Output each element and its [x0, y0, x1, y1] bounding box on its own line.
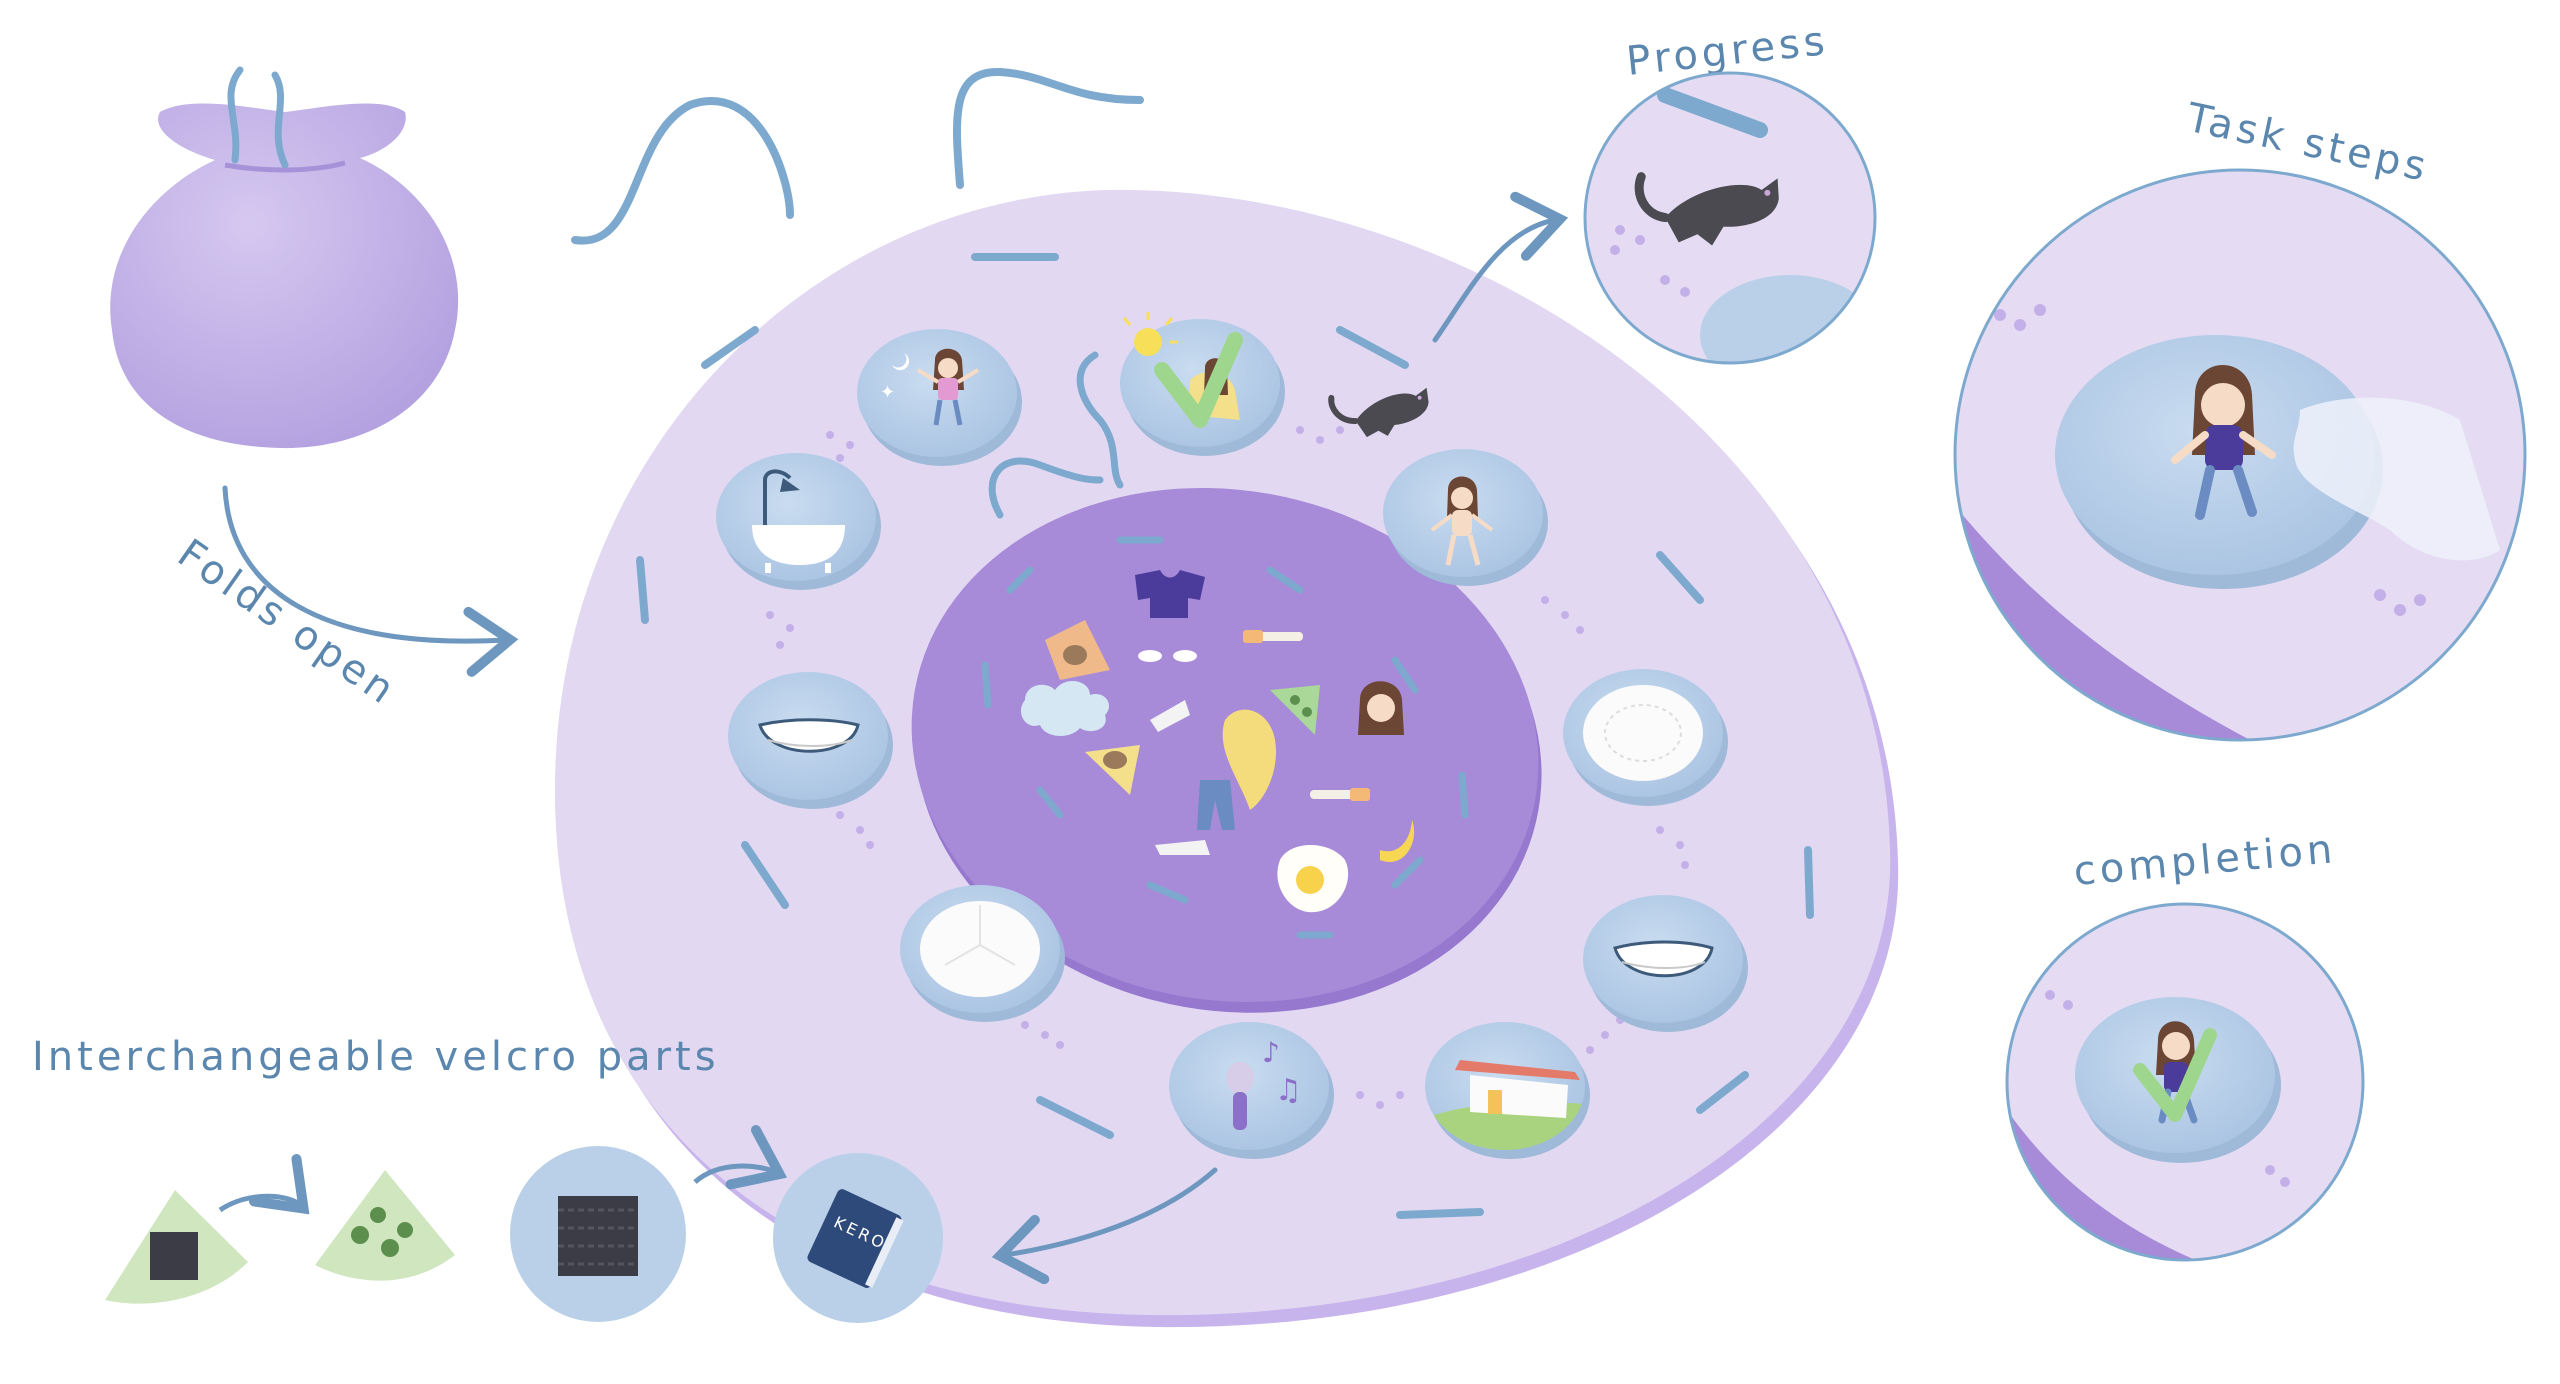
velcro-square-icon	[150, 1232, 198, 1280]
task-disc-bath[interactable]	[716, 453, 881, 590]
main-board: ✦	[554, 67, 1899, 1328]
broccoli-wedge	[315, 1170, 455, 1281]
shoe-icon	[1173, 650, 1197, 662]
swap-arrow-icon	[218, 1154, 310, 1215]
toothbrush-icon	[1243, 630, 1303, 643]
progress-arrow	[1432, 191, 1569, 343]
girl-face-icon	[1358, 681, 1404, 735]
velcro-wedge-back	[105, 1190, 248, 1304]
book-disc: KERO	[773, 1153, 943, 1323]
shoe-icon	[1138, 650, 1162, 662]
svg-text:♪: ♪	[1262, 1036, 1280, 1069]
svg-text:✦: ✦	[880, 382, 895, 403]
microphone-icon	[1226, 1062, 1254, 1130]
interchangeable-parts: KERO	[105, 1125, 943, 1323]
checkmark-icon	[2133, 1028, 2217, 1122]
completion-zoom	[2005, 902, 2365, 1262]
folds-open-label: Folds open	[169, 531, 405, 715]
cat-icon	[1328, 387, 1429, 438]
cloud-icon	[1020, 680, 1110, 736]
bathtub-icon	[752, 469, 845, 573]
task-disc-smile[interactable]	[1583, 895, 1748, 1032]
broccoli-piece-icon	[1270, 685, 1320, 735]
task-disc-teeth[interactable]	[728, 672, 893, 809]
task-disc-night[interactable]: ✦	[857, 329, 1022, 466]
folds-open-arrow	[222, 485, 519, 677]
drawstring-pouch-icon	[110, 66, 459, 449]
task-disc-plate-clean[interactable]	[900, 885, 1065, 1022]
loose-pieces	[1020, 570, 1415, 913]
svg-text:♫: ♫	[1275, 1073, 1302, 1108]
swap-arrow-icon	[693, 1125, 788, 1190]
task-disc-sing[interactable]: ♪ ♫	[1169, 1022, 1334, 1159]
completion-label: completion	[2072, 826, 2338, 895]
task-disc-dress[interactable]	[1383, 449, 1548, 586]
velcro-parts-arrow	[991, 1167, 1218, 1285]
task-disc-home[interactable]	[1420, 1022, 1600, 1160]
toothbrush-icon	[1310, 788, 1370, 801]
plate-icon	[920, 901, 1040, 997]
banana-icon	[1380, 820, 1415, 862]
task-disc-plate-dirty[interactable]	[1563, 669, 1728, 806]
velcro-disc-back	[510, 1146, 686, 1322]
interchangeable-label: Interchangeable velcro parts	[32, 1034, 720, 1080]
book-icon: KERO	[807, 1189, 904, 1288]
hand-pointer-icon	[2293, 397, 2500, 561]
shirt-icon	[1135, 570, 1205, 618]
task-disc-wakeup-done[interactable]	[1120, 312, 1285, 456]
leaf-icon	[1222, 709, 1276, 810]
cat-icon	[1634, 172, 1779, 246]
pants-icon	[1197, 780, 1235, 830]
checkmark-icon	[1154, 332, 1243, 428]
progress-zoom	[1583, 71, 1877, 365]
plate-icon	[1583, 685, 1703, 781]
task-steps-zoom	[1953, 168, 2527, 742]
